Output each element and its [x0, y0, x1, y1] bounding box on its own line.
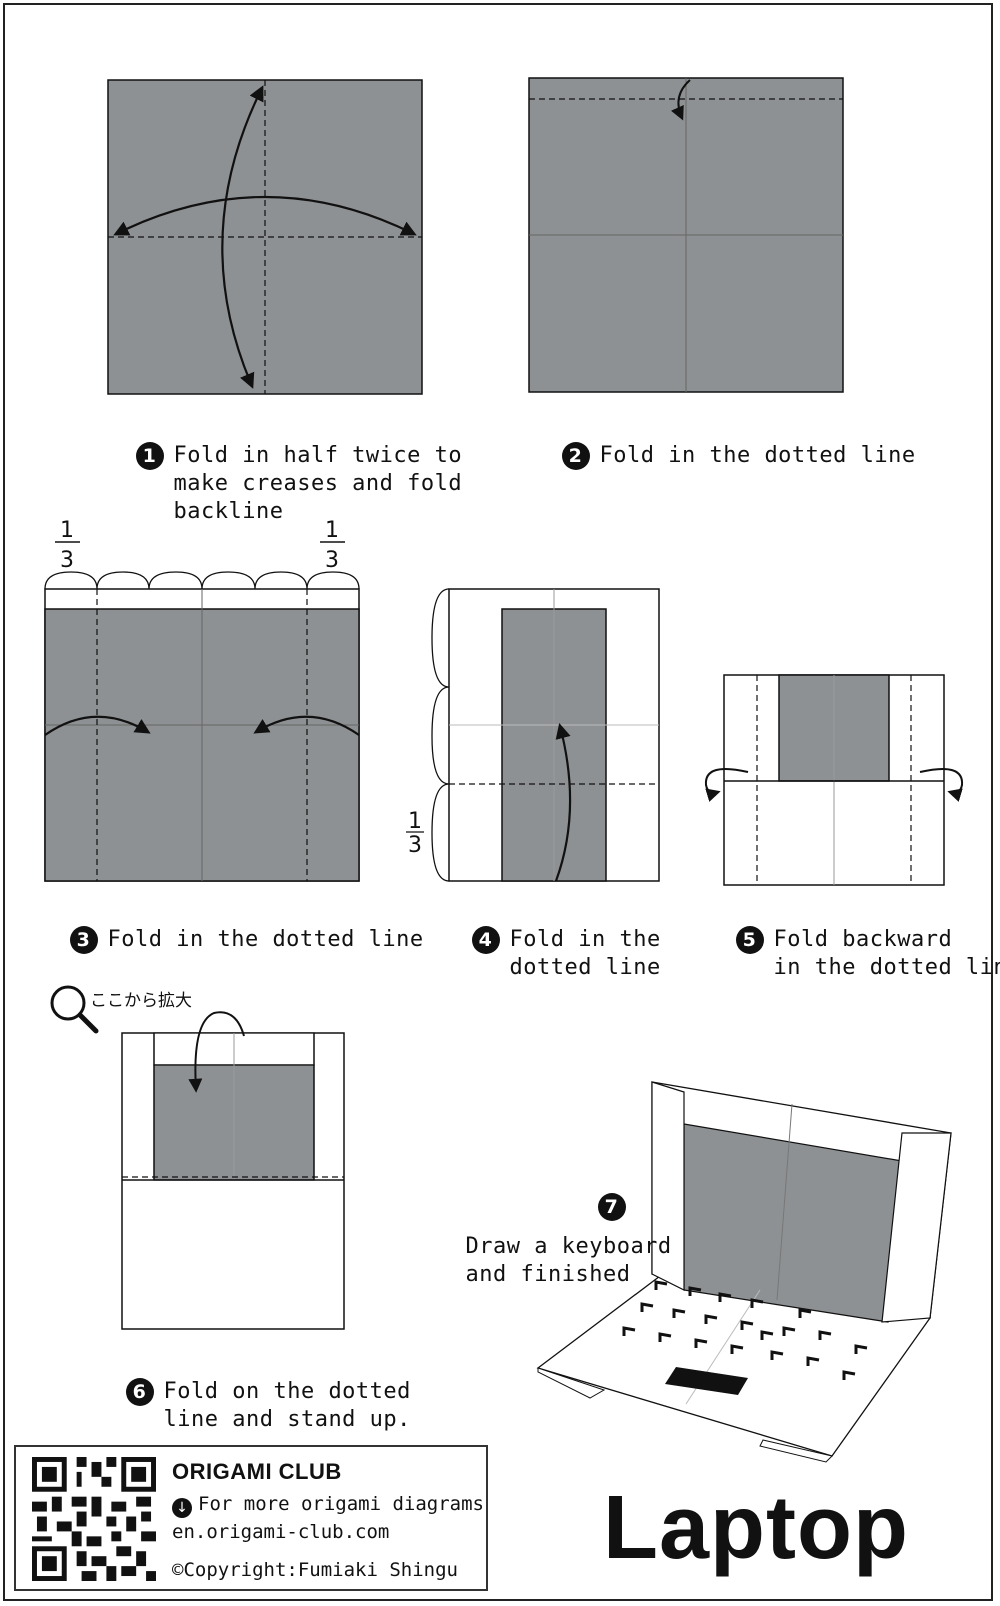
step-text: Draw a keyboard and finished: [465, 1234, 672, 1287]
down-arrow-circle-icon: ↓: [172, 1498, 192, 1518]
club-name: ORIGAMI CLUB: [172, 1459, 342, 1484]
fraction-denominator: 3: [325, 548, 339, 573]
step4-caption: 4 Fold in the dotted line: [444, 898, 661, 982]
step-text: Fold backward in the dotted line: [773, 927, 1000, 980]
step6-diagram: [121, 1011, 345, 1330]
step-number-badge: 3: [69, 926, 98, 954]
more-diagrams-text: For more origami diagrams: [198, 1493, 484, 1515]
fraction-right: 1 3: [320, 518, 345, 573]
step1-caption: 1 Fold in half twice to make creases and …: [108, 414, 462, 526]
step3-caption: 3 Fold in the dotted line: [42, 898, 424, 954]
fraction-numerator: 1: [408, 809, 422, 834]
step4-diagram: [431, 588, 660, 882]
step2-diagram: [528, 77, 844, 393]
page-title: Laptop: [603, 1478, 909, 1578]
fraction-numerator: 1: [325, 518, 339, 543]
step-text: Fold in the dotted line: [509, 927, 661, 980]
step7-caption: Draw a keyboard and finished: [438, 1205, 672, 1289]
step1-diagram: [107, 79, 423, 395]
zoom-label: ここから拡大: [90, 991, 192, 1011]
qr-code-icon: [32, 1457, 156, 1581]
step-text: Fold in the dotted line: [107, 927, 424, 952]
site-url[interactable]: en.origami-club.com: [172, 1521, 390, 1543]
laptop-illustration: [536, 1081, 952, 1463]
fraction-denominator: 3: [408, 833, 422, 858]
step-text: Fold in half twice to make creases and f…: [173, 443, 463, 524]
step-number-badge: 7: [597, 1193, 626, 1221]
step6-caption: 6 Fold on the dotted line and stand up.: [98, 1350, 411, 1434]
step5-diagram: [704, 674, 964, 886]
step3-diagram: [44, 571, 360, 882]
step-number-badge: 5: [735, 926, 764, 954]
fraction-numerator: 1: [60, 518, 74, 543]
step-number-badge: 4: [471, 926, 500, 954]
footer-box: ORIGAMI CLUB ↓For more origami diagrams …: [14, 1445, 488, 1591]
step2-caption: 2 Fold in the dotted line: [534, 414, 916, 470]
step-text: Fold on the dotted line and stand up.: [163, 1379, 411, 1432]
magnifier-icon: [50, 985, 99, 1034]
fraction-left: 1 3: [55, 518, 80, 573]
copyright: ©Copyright:Fumiaki Shingu: [172, 1559, 458, 1581]
fraction-denominator: 3: [60, 548, 74, 573]
step5-caption: 5 Fold backward in the dotted line: [708, 898, 1000, 982]
fraction-step4: 1 3: [406, 809, 424, 858]
step-number-badge: 1: [135, 442, 164, 470]
step-number-badge: 6: [125, 1378, 154, 1406]
more-diagrams-link[interactable]: ↓ For more origami diagrams: [172, 1493, 484, 1518]
step-text: Fold in the dotted line: [599, 443, 916, 468]
page-frame: [3, 3, 993, 1601]
step-number-badge: 2: [561, 442, 590, 470]
step7-number: 7: [570, 1165, 636, 1221]
